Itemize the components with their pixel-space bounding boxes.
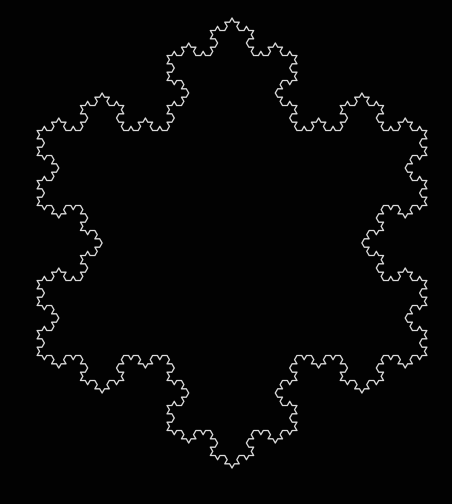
koch-snowflake-outline <box>37 18 427 468</box>
